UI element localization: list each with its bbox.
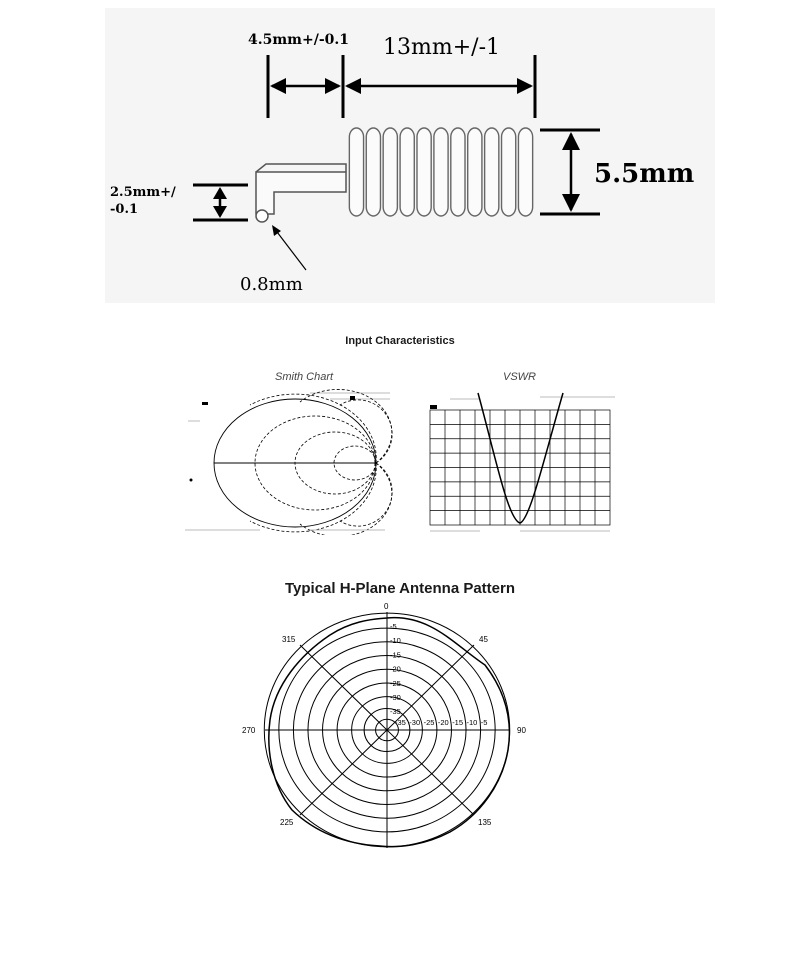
axis-label: -25: [424, 718, 435, 727]
ring-label: -5: [390, 622, 397, 631]
axis-labels: -35-30 -25-20-15 -10-5: [395, 718, 487, 727]
coil-turn: [399, 127, 415, 217]
coil-length-label: 13mm+/-1: [383, 35, 500, 60]
axis-label: -20: [438, 718, 449, 727]
lead-length-arrow: [270, 78, 341, 94]
coil-length-arrow: [345, 78, 533, 94]
coil-turn: [450, 127, 466, 217]
input-characteristics-title: Input Characteristics: [345, 335, 455, 347]
lead-length-label: 4.5mm+/-0.1: [248, 32, 349, 48]
axis-label: -5: [481, 718, 488, 727]
axis-label: -10: [467, 718, 478, 727]
smith-legend-marks: [188, 392, 390, 422]
vswr-marker: [430, 405, 437, 409]
vswr-grid: [429, 409, 611, 526]
ring-label: -10: [390, 636, 401, 645]
smith-chart-title: Smith Chart: [275, 371, 334, 383]
ring-label: -35: [390, 707, 401, 716]
lead-offset-label-line2: -0.1: [110, 202, 138, 217]
ring-label: -30: [390, 693, 401, 702]
coil-turn: [382, 127, 399, 217]
vswr-chart: [429, 392, 615, 532]
coil-turns: [348, 127, 534, 217]
polar-axes: [265, 612, 509, 848]
lead-offset-arrow: [213, 187, 227, 218]
ring-label: -15: [390, 650, 401, 659]
lead-offset-label-line1: 2.5mm+/: [110, 185, 176, 200]
axis-label: -35: [395, 718, 406, 727]
vswr-legend-marks: [450, 396, 615, 400]
angle-label-135: 135: [478, 818, 492, 827]
angle-label-315: 315: [282, 635, 296, 644]
wire-diameter-leader: [272, 225, 307, 271]
coil-turn: [365, 127, 382, 217]
smith-grid: [249, 389, 393, 535]
coil-turn: [483, 127, 500, 217]
coil-spring-diagram: 4.5mm+/-0.1 13mm+/-1 5.5mm 2.5mm+/ -0.1 …: [105, 8, 715, 303]
angle-label-0: 0: [384, 602, 389, 611]
coil-turn: [500, 127, 517, 217]
ring-label: -25: [390, 679, 401, 688]
vswr-curve: [477, 392, 564, 524]
coil-diameter-arrow: [562, 132, 580, 212]
lead-wire: [255, 163, 347, 223]
angle-label-225: 225: [280, 818, 294, 827]
pattern-curve: [268, 616, 511, 848]
angle-label-45: 45: [479, 635, 488, 644]
coil-turn: [467, 127, 483, 217]
coil-turn: [517, 127, 534, 217]
smith-dot: [189, 478, 193, 482]
smith-marker-right: [350, 396, 355, 400]
vswr-title: VSWR: [503, 371, 536, 383]
angle-label-270: 270: [242, 726, 256, 735]
coil-turn: [433, 127, 449, 217]
angle-labels: 0 45 90 135 225 270 315: [242, 602, 526, 827]
ring-labels: -5 -10 -15 -20 -25 -30 -35: [390, 622, 401, 716]
polar-pattern-chart: -5-10-15-20-25-30-35 -35-30-25-20-15-10-…: [242, 602, 526, 848]
axis-label: -15: [452, 718, 463, 727]
smith-marker-left: [202, 402, 208, 405]
smith-chart: [185, 389, 393, 535]
ring-label: -20: [390, 665, 401, 674]
angle-label-90: 90: [517, 726, 526, 735]
h-plane-pattern-title: Typical H-Plane Antenna Pattern: [284, 580, 516, 597]
coil-diameter-label: 5.5mm: [594, 159, 694, 189]
wire-diameter-label: 0.8mm: [240, 274, 303, 295]
coil-turn: [416, 127, 432, 217]
coil-turn: [348, 127, 365, 217]
axis-label: -30: [409, 718, 420, 727]
